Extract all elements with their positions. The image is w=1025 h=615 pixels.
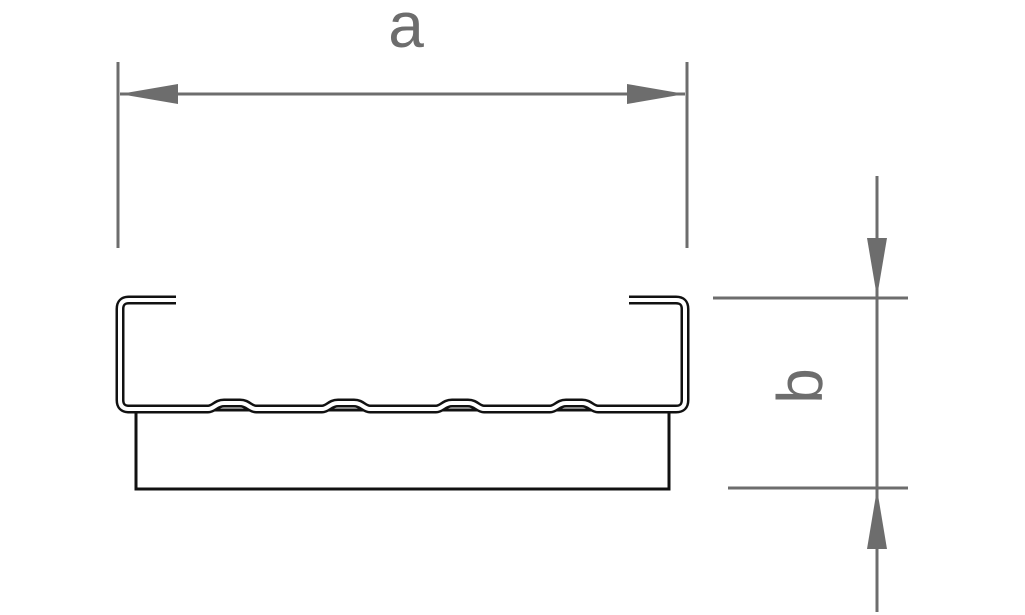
tray-base-section (134, 408, 671, 491)
width-arrow-left-icon (120, 84, 178, 104)
height-dimension: b (713, 176, 908, 612)
height-label-b: b (764, 368, 836, 404)
tray-profile (115, 295, 690, 491)
width-label-a: a (388, 0, 424, 61)
tray-channel-inner-edge (118, 298, 687, 411)
tray-channel-outline (115, 295, 690, 414)
width-dimension: a (116, 0, 689, 248)
height-arrow-top-icon (867, 238, 887, 297)
width-arrow-right-icon (627, 84, 685, 104)
height-arrow-bottom-icon (867, 489, 887, 549)
